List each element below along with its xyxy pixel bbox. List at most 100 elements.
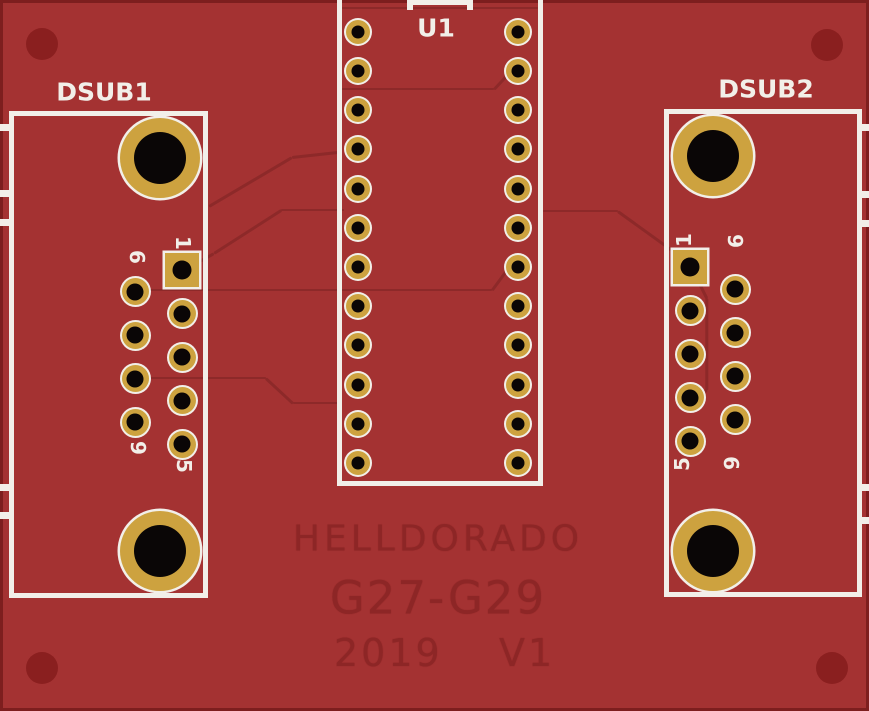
mounting-hole xyxy=(816,652,848,684)
dsub2-pad xyxy=(676,297,704,324)
drill-hole xyxy=(351,221,364,235)
u1-pad xyxy=(345,19,370,44)
drill-hole xyxy=(511,221,524,235)
drill-hole xyxy=(351,378,364,391)
u1-pad xyxy=(345,58,370,83)
dsub1-pad xyxy=(121,321,149,349)
drill-hole xyxy=(681,389,699,406)
copper-text-line2: G27-G29 xyxy=(329,571,547,625)
u1-pad xyxy=(505,215,530,240)
u1-outline xyxy=(337,0,543,486)
drill-hole xyxy=(173,348,191,366)
dsub1-pin1-pad xyxy=(165,253,199,287)
u1-pad xyxy=(505,333,530,358)
dsub1-pin1-label: 1 xyxy=(171,236,195,250)
u1-pad xyxy=(505,254,530,279)
drill-hole xyxy=(126,413,144,431)
dsub2-pin6-label: 6 xyxy=(724,234,748,248)
drill-hole xyxy=(726,411,744,428)
drill-hole xyxy=(511,182,524,195)
dsub2-pin1-pad xyxy=(673,250,707,284)
drill-hole xyxy=(687,525,739,577)
drill-hole xyxy=(351,417,364,431)
drill-hole xyxy=(511,417,524,431)
mounting-hole xyxy=(26,28,58,60)
dsub2-outline xyxy=(664,109,862,597)
drill-hole xyxy=(351,64,364,78)
dsub1-shell-tick xyxy=(0,124,10,131)
dsub-mounting-pad xyxy=(673,511,753,591)
drill-hole xyxy=(681,345,699,363)
drill-hole xyxy=(134,525,186,577)
drill-hole xyxy=(351,338,364,352)
dsub2-pad xyxy=(676,340,704,368)
u1-pad xyxy=(345,215,370,240)
copper-text-line3-year: 2019 xyxy=(334,631,443,675)
copper-trace xyxy=(342,87,494,91)
dsub1-pad xyxy=(168,430,196,458)
drill-hole xyxy=(511,142,524,156)
drill-hole xyxy=(511,25,524,39)
u1-notch-icon xyxy=(467,0,473,10)
u1-pad xyxy=(505,176,530,201)
dsub2-pin9-label: 9 xyxy=(720,456,744,470)
drill-hole xyxy=(351,103,364,117)
mounting-hole xyxy=(811,29,843,61)
drill-hole xyxy=(726,367,744,385)
u1-pad xyxy=(345,294,370,319)
dsub2-pad xyxy=(721,362,749,390)
u1-notch-icon xyxy=(407,0,413,10)
u1-pad xyxy=(505,450,530,475)
dsub2-shell-tick xyxy=(859,191,869,198)
dsub-mounting-pad xyxy=(673,116,753,196)
dsub1-pad xyxy=(121,365,149,392)
dsub2-pad xyxy=(676,384,704,411)
u1-pad xyxy=(345,411,370,436)
mounting-hole xyxy=(26,652,58,684)
drill-hole xyxy=(173,305,191,322)
dsub1-pin5-label: 5 xyxy=(172,459,196,473)
drill-hole xyxy=(511,103,524,117)
copper-text-line3-version: V1 xyxy=(499,631,556,675)
u1-pad xyxy=(345,372,370,397)
copper-trace xyxy=(293,401,341,405)
u1-label: U1 xyxy=(417,13,455,43)
copper-trace xyxy=(137,288,492,292)
u1-pad xyxy=(505,137,530,162)
u1-pad xyxy=(345,254,370,279)
u1-pad xyxy=(345,176,370,201)
drill-hole xyxy=(511,260,524,274)
u1-pad xyxy=(345,450,370,475)
dsub1-pin9-label: 9 xyxy=(126,441,150,455)
drill-hole xyxy=(511,299,524,313)
drill-hole xyxy=(511,338,524,352)
drill-hole xyxy=(511,456,524,470)
copper-trace xyxy=(281,208,344,212)
drill-hole xyxy=(511,64,524,78)
u1-pad xyxy=(505,19,530,44)
drill-hole xyxy=(687,130,739,182)
drill-hole xyxy=(134,132,186,184)
dsub1-shell-tick xyxy=(0,512,10,519)
u1-pad xyxy=(505,58,530,83)
drill-hole xyxy=(681,302,699,319)
drill-hole xyxy=(126,370,144,387)
dsub1-pad xyxy=(168,387,196,414)
drill-hole xyxy=(726,280,744,298)
dsub2-pad xyxy=(721,275,749,303)
drill-hole xyxy=(351,456,364,470)
dsub2-pad xyxy=(721,319,749,346)
copper-trace xyxy=(543,209,618,213)
dsub2-shell-tick xyxy=(859,484,869,491)
dsub1-label: DSUB1 xyxy=(56,77,152,107)
dsub1-pad xyxy=(168,300,196,327)
u1-pad xyxy=(345,98,370,123)
dsub2-pin1-label: 1 xyxy=(672,233,696,247)
dsub-mounting-pad xyxy=(120,511,200,591)
drill-hole xyxy=(172,260,192,280)
copper-trace xyxy=(342,6,538,10)
dsub-mounting-pad xyxy=(120,118,200,198)
dsub2-pad xyxy=(721,406,749,433)
drill-hole xyxy=(351,142,364,156)
